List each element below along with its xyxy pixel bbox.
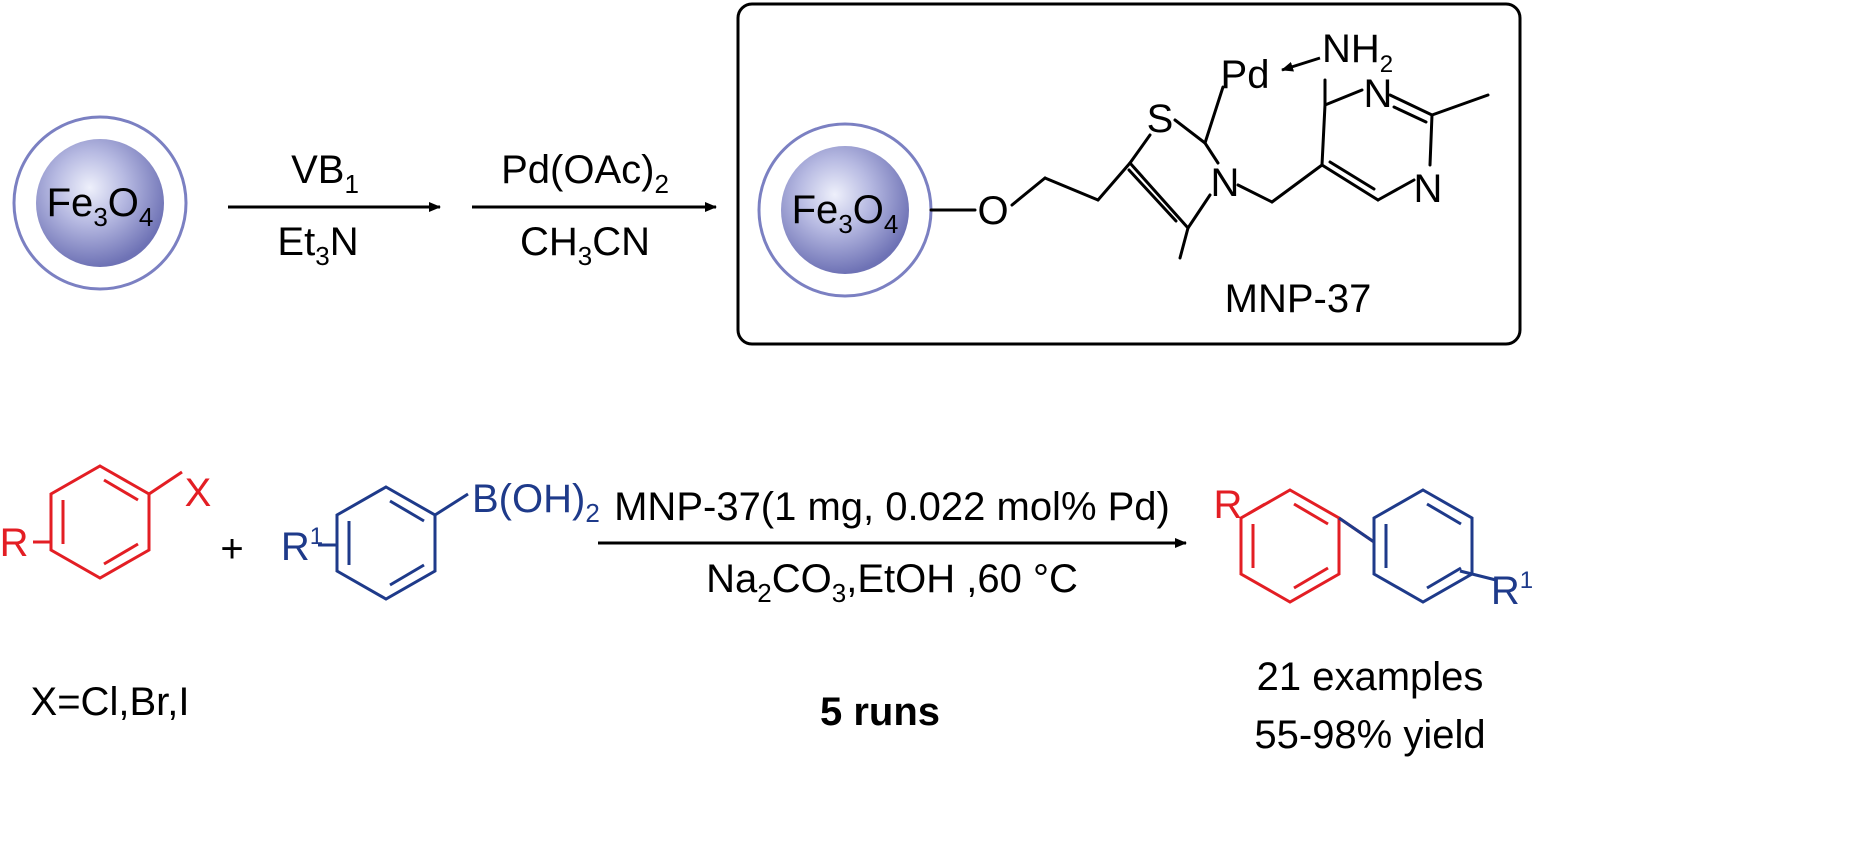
product-frame (736, 2, 1522, 346)
step1-base: Et3N (277, 220, 358, 271)
product-bonds (929, 78, 1490, 260)
oxygen-atom: O (977, 189, 1008, 233)
product-nanoparticle-core (781, 146, 909, 274)
pyrimidine-nitrogen-lower: N (1414, 167, 1443, 211)
boronic-acid: R1 B(OH)2 (281, 477, 600, 601)
dative-bond-arrow (1281, 56, 1321, 72)
boronic-acid-group: B(OH)2 (472, 477, 600, 528)
recycle-runs: 5 runs (820, 690, 940, 734)
step2-solvent: CH3CN (520, 220, 650, 271)
product-red-ring (1239, 488, 1375, 604)
step2-arrow-group: Pd(OAc)2 CH3CN (472, 148, 717, 271)
product-r-label: R (1214, 483, 1243, 527)
step1-reagent: VB1 (291, 148, 359, 199)
aryl-halide-ring (33, 464, 183, 580)
step2-reagent: Pd(OAc)2 (501, 148, 669, 199)
sulfur-atom: S (1147, 97, 1174, 141)
biaryl-product: R R1 21 examples 55-98% yield (1214, 483, 1534, 757)
starting-nanoparticle: Fe3O4 (12, 115, 188, 291)
aryl-halide: R X X=Cl,Br,I (0, 464, 212, 724)
palladium-atom: Pd (1221, 53, 1270, 97)
nanoparticle-core (36, 139, 164, 267)
thiazole-nitrogen-atom: N (1211, 161, 1240, 205)
coupling-arrow-group: MNP-37(1 mg, 0.022 mol% Pd) Na2CO3,EtOH … (598, 485, 1187, 734)
base-solvent-temperature: Na2CO3,EtOH ,60 °C (706, 557, 1078, 608)
product-nanoparticle-label: Fe3O4 (792, 188, 899, 239)
catalyst-conditions: MNP-37(1 mg, 0.022 mol% Pd) (614, 485, 1170, 529)
yield-range: 55-98% yield (1254, 713, 1485, 757)
step1-arrow-group: VB1 Et3N (228, 148, 441, 271)
mnp37-product-box: Fe3O4 (736, 2, 1522, 346)
boronic-acid-ring (318, 485, 469, 601)
boronic-r1-label: R1 (281, 523, 323, 569)
halide-x-label: X (185, 471, 212, 515)
product-r1-label: R1 (1491, 567, 1533, 613)
examples-count: 21 examples (1257, 655, 1484, 699)
amine-group: NH2 (1322, 27, 1393, 78)
product-blue-ring (1338, 488, 1497, 604)
product-name: MNP-37 (1225, 277, 1372, 321)
nanoparticle-label: Fe3O4 (47, 181, 154, 232)
aryl-r-label: R (0, 521, 28, 565)
pyrimidine-nitrogen-upper: N (1364, 72, 1393, 116)
halide-definition: X=Cl,Br,I (31, 680, 190, 724)
plus-sign: + (220, 527, 243, 571)
nanoparticle-shell (12, 115, 188, 291)
